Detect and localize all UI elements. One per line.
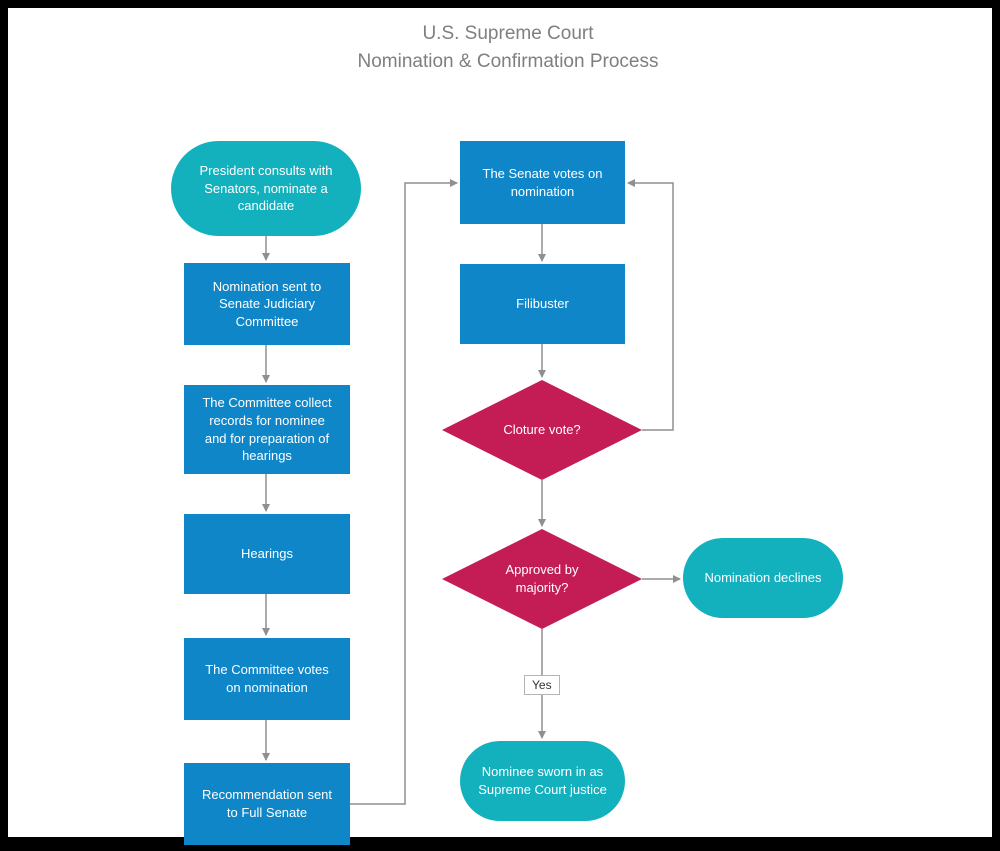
node-filibuster-label: Filibuster <box>516 296 569 312</box>
node-committee-votes-label: The Committee votes on nomination <box>205 662 329 695</box>
node-nominee-sworn-in: Nominee sworn in as Supreme Court justic… <box>460 741 625 821</box>
node-recommendation-full-senate: Recommendation sent to Full Senate <box>184 763 350 845</box>
node-committee-votes: The Committee votes on nomination <box>184 638 350 720</box>
diagram-title: U.S. Supreme Court Nomination & Confirma… <box>8 20 1000 76</box>
node-nomination-declines-label: Nomination declines <box>704 570 822 586</box>
arrow-recommendation-to-senate-vote <box>350 179 458 805</box>
flowchart-canvas: U.S. Supreme Court Nomination & Confirma… <box>8 8 992 845</box>
node-approved-by-majority-decision: Approved by majority? <box>442 529 642 629</box>
diagram-title-line2: Nomination & Confirmation Process <box>357 51 659 72</box>
node-approved-by-majority-label: Approved by majority? <box>505 562 579 595</box>
node-president-consults: President consults with Senators, nomina… <box>171 141 361 236</box>
node-committee-collect-records-label: The Committee collect records for nomine… <box>202 395 332 464</box>
node-committee-collect-records: The Committee collect records for nomine… <box>184 385 350 474</box>
node-senate-votes-label: The Senate votes on nomination <box>482 165 603 199</box>
node-recommendation-full-senate-label: Recommendation sent to Full Senate <box>201 787 333 820</box>
node-cloture-vote-label: Cloture vote? <box>503 422 581 438</box>
diagram-title-line1: U.S. Supreme Court <box>422 23 594 44</box>
node-filibuster: Filibuster <box>460 264 625 344</box>
node-hearings: Hearings <box>184 514 350 594</box>
node-nomination-sent-judiciary-label: Nomination sent to Senate Judiciary Comm… <box>212 278 322 329</box>
node-cloture-vote-decision: Cloture vote? <box>442 380 642 480</box>
node-nominee-sworn-in-label: Nominee sworn in as Supreme Court justic… <box>478 764 607 797</box>
arrow-cloture-to-senate-vote-loop <box>627 179 674 431</box>
node-senate-votes: The Senate votes on nomination <box>460 141 625 224</box>
node-nomination-declines: Nomination declines <box>683 538 843 618</box>
node-president-consults-label: President consults with Senators, nomina… <box>199 163 333 214</box>
node-nomination-sent-judiciary: Nomination sent to Senate Judiciary Comm… <box>184 263 350 345</box>
node-hearings-label: Hearings <box>240 546 294 562</box>
edge-label-yes: Yes <box>524 675 560 695</box>
